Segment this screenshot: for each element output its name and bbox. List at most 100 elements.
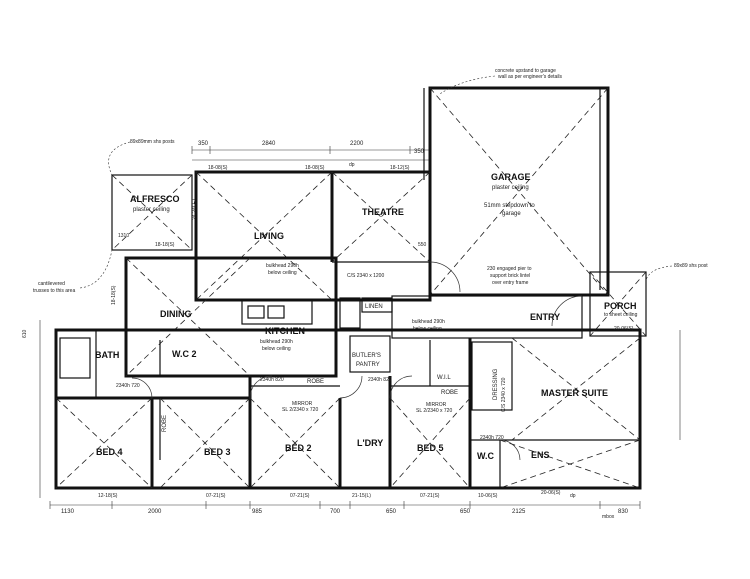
garage-label: GARAGE bbox=[491, 172, 531, 182]
master-suite-label: MASTER SUITE bbox=[541, 388, 608, 398]
window-label: 18-18(S) bbox=[155, 242, 175, 248]
living-walls bbox=[194, 170, 432, 302]
leader-line bbox=[645, 265, 673, 281]
bottom-dimensions bbox=[49, 501, 641, 509]
window-label: 07-21(S) bbox=[206, 493, 226, 499]
bulkhead-note: bulkhead 290h bbox=[260, 339, 293, 345]
porch-walls bbox=[589, 271, 647, 337]
bedroom-wing-walls bbox=[54, 328, 642, 490]
bulkhead-note: bulkhead 290h bbox=[412, 319, 445, 325]
mirror-note: MIRROR bbox=[426, 402, 447, 408]
entry-label: ENTRY bbox=[530, 312, 560, 322]
garage-note: plaster ceiling bbox=[492, 185, 529, 191]
alfresco-area bbox=[111, 174, 193, 251]
window-label: 07-21(S) bbox=[290, 493, 310, 499]
dim-bottom: 650 bbox=[386, 509, 397, 515]
dim-bottom: 2125 bbox=[512, 509, 526, 515]
window-label: 12-18(S) bbox=[98, 493, 118, 499]
window-label: 18-12(S) bbox=[390, 165, 410, 171]
entry-walls bbox=[391, 295, 583, 339]
window-label: 18-08(S) bbox=[305, 165, 325, 171]
butlers-label: BUTLER'S bbox=[352, 353, 381, 359]
bed5-label: BED 5 bbox=[417, 443, 444, 453]
window-label: 18-08(S) bbox=[208, 165, 228, 171]
window-label: 10-06(S) bbox=[478, 493, 498, 499]
dim-bottom: 650 bbox=[460, 509, 471, 515]
dim-bottom: 1130 bbox=[61, 509, 75, 515]
dim-bottom: 830 bbox=[618, 509, 629, 515]
mirror-note: MIRROR bbox=[292, 401, 313, 407]
living-label: LIVING bbox=[254, 231, 284, 241]
garage-note: garage bbox=[502, 211, 521, 217]
window-label: 07-21(S) bbox=[420, 493, 440, 499]
wil-label: W.I.L bbox=[437, 375, 451, 381]
pier-note: 230 engaged pier to bbox=[487, 266, 532, 272]
post-note: 89x89 shs post bbox=[674, 263, 708, 269]
mirror-note: SL 2/2340 x 720 bbox=[282, 407, 318, 413]
dim-label: 550 bbox=[418, 242, 427, 248]
posts-note: 89x89mm shs posts bbox=[130, 139, 175, 145]
bed3-label: BED 3 bbox=[204, 447, 231, 457]
bed2-label: BED 2 bbox=[285, 443, 312, 453]
theatre-label: THEATRE bbox=[362, 207, 404, 217]
dressing-label: DRESSING bbox=[493, 368, 499, 400]
window-label: 20-06(S) bbox=[614, 326, 634, 332]
linen-label: LINEN bbox=[365, 304, 383, 310]
mirror-note: SL 2/2340 x 720 bbox=[416, 408, 452, 414]
pantry-label: PANTRY bbox=[356, 362, 380, 368]
top-dimensions bbox=[191, 146, 431, 161]
alfresco-label: ALFRESCO bbox=[130, 194, 180, 204]
door-label: 2340h 720 bbox=[480, 435, 504, 441]
garage-upstand-note: wall as per engineer's details bbox=[498, 74, 563, 80]
bulkhead-note: bulkhead 290h bbox=[266, 263, 299, 269]
bulkhead-note: below ceiling bbox=[262, 346, 291, 352]
ensuite-label: ENS bbox=[531, 450, 550, 460]
window-label: 21-15(L) bbox=[352, 493, 371, 499]
leader-line bbox=[439, 75, 496, 95]
door-label: 2340h 820 bbox=[260, 377, 284, 383]
dining-kitchen-walls bbox=[124, 256, 338, 378]
window-label: 18-18(S) bbox=[111, 285, 117, 305]
bath-label: BATH bbox=[95, 350, 119, 360]
dim-top-2: 2840 bbox=[262, 141, 276, 147]
cantilever-note: cantilevered bbox=[38, 281, 65, 287]
dp-label: dp bbox=[349, 162, 355, 168]
wc2-label: W.C 2 bbox=[172, 349, 197, 359]
dim-top-3: 2200 bbox=[350, 141, 364, 147]
robe-label: ROBE bbox=[307, 379, 324, 385]
robe-label: ROBE bbox=[162, 415, 168, 432]
alfresco-note: plaster ceiling bbox=[133, 207, 170, 213]
leader-line bbox=[108, 141, 131, 176]
opening-note: C/S 2340 x 720 bbox=[501, 377, 507, 412]
pier-note: over entry frame bbox=[492, 280, 529, 286]
porch-note: to sheet ceiling bbox=[604, 312, 638, 318]
opening-note: C/S 2340 x 1200 bbox=[347, 273, 384, 279]
wc-label: W.C bbox=[477, 451, 494, 461]
door-label: 2340h 820 bbox=[368, 377, 392, 383]
dim-bottom: 985 bbox=[252, 509, 263, 515]
pier-note: support brick lintel bbox=[490, 273, 530, 279]
door-swings bbox=[131, 261, 583, 461]
garage-note: 51mm stepdown to bbox=[484, 203, 535, 209]
dim-top-4: 350 bbox=[414, 149, 425, 155]
dp-label: dp bbox=[570, 493, 576, 499]
dim-top-1: 350 bbox=[198, 141, 209, 147]
dim-label: 1310 bbox=[118, 233, 129, 239]
meterbox-label: mbox bbox=[602, 514, 615, 520]
leader-line bbox=[79, 249, 113, 289]
window-label: 20-06(S) bbox=[541, 490, 561, 496]
robe-label: ROBE bbox=[441, 390, 458, 396]
porch-label: PORCH bbox=[604, 301, 637, 311]
room-diagonals bbox=[55, 337, 641, 489]
dim-left: 610 bbox=[22, 329, 28, 338]
laundry-label: L'DRY bbox=[357, 438, 383, 448]
bulkhead-note: below ceiling bbox=[268, 270, 297, 276]
bed4-label: BED 4 bbox=[96, 447, 123, 457]
dim-bottom: 700 bbox=[330, 509, 341, 515]
door-label: 2340h 720 bbox=[116, 383, 140, 389]
dining-label: DINING bbox=[160, 309, 192, 319]
cantilever-note: trusses to this area bbox=[33, 288, 75, 294]
garage-walls bbox=[423, 86, 610, 297]
dim-bottom: 2000 bbox=[148, 509, 162, 515]
